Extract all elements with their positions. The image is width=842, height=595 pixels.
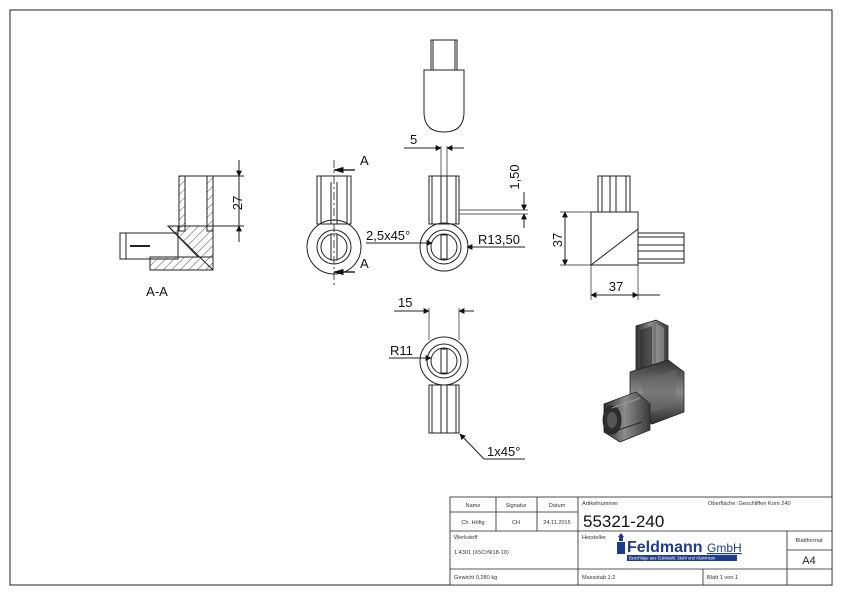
bottom-view <box>389 308 525 460</box>
brand-name: Feldmann <box>627 539 703 556</box>
tb-artikelnummer-label: Artikelnummer <box>582 501 618 507</box>
tb-datum-value: 24.11.2015 <box>543 520 571 526</box>
dim-chamfer-2-5: 2,5x45° <box>366 228 410 243</box>
dim-27: 27 <box>230 196 245 210</box>
side-view <box>560 175 685 300</box>
front-view-section <box>306 160 362 285</box>
dim-5: 5 <box>410 132 417 147</box>
front-view <box>366 145 528 272</box>
dim-chamfer-1: 1x45° <box>487 444 520 459</box>
tb-signatur-value: CH <box>512 520 520 526</box>
tb-blattformat-value: A4 <box>802 555 815 567</box>
tb-hersteller-label: Hersteller <box>582 535 606 541</box>
dim-37-horizontal: 37 <box>609 279 623 294</box>
tb-blatt: Blatt 1 von 1 <box>707 575 738 581</box>
tb-gewicht: Gewicht 0,280 kg <box>454 575 497 581</box>
dim-15: 15 <box>398 295 412 310</box>
tb-signatur-label: Signatur <box>506 503 527 509</box>
tb-name-value: Ch. Höfig <box>461 520 484 526</box>
section-label: A-A <box>146 284 168 299</box>
tb-werkstoff-label: Werkstoff <box>454 535 478 541</box>
section-marker-top: A <box>360 153 369 168</box>
tb-massstab: Massstab 1:2 <box>582 575 615 581</box>
dim-r11: R11 <box>390 343 413 358</box>
tb-artikelnummer-value: 55321-240 <box>583 512 664 531</box>
top-view <box>423 39 465 133</box>
brand-suffix: GmbH <box>707 541 742 555</box>
dim-37-vertical: 37 <box>550 233 565 247</box>
section-marker-bottom: A <box>360 256 369 271</box>
tb-oberflaeche: Oberfläche: Geschliffen Korn 240 <box>708 501 791 507</box>
dim-r13-50: R13,50 <box>478 232 520 247</box>
brand-tagline: Beschläge aus Edelstahl, Stahl und Alumi… <box>629 556 716 561</box>
tb-datum-label: Datum <box>549 503 566 509</box>
tb-name-label: Name <box>466 503 481 509</box>
tb-blattformat-label: Blattformat <box>795 538 822 544</box>
title-block <box>449 496 833 586</box>
isometric-render <box>602 319 685 443</box>
tb-werkstoff-value: 1.4301 (X5CrNi18-10) <box>454 550 509 556</box>
dim-1-50: 1,50 <box>507 164 522 189</box>
drawing-frame <box>9 9 833 586</box>
feldmann-logo: Feldmann GmbH Beschläge aus Edelstahl, S… <box>617 533 742 561</box>
section-view-a-a <box>119 160 244 271</box>
